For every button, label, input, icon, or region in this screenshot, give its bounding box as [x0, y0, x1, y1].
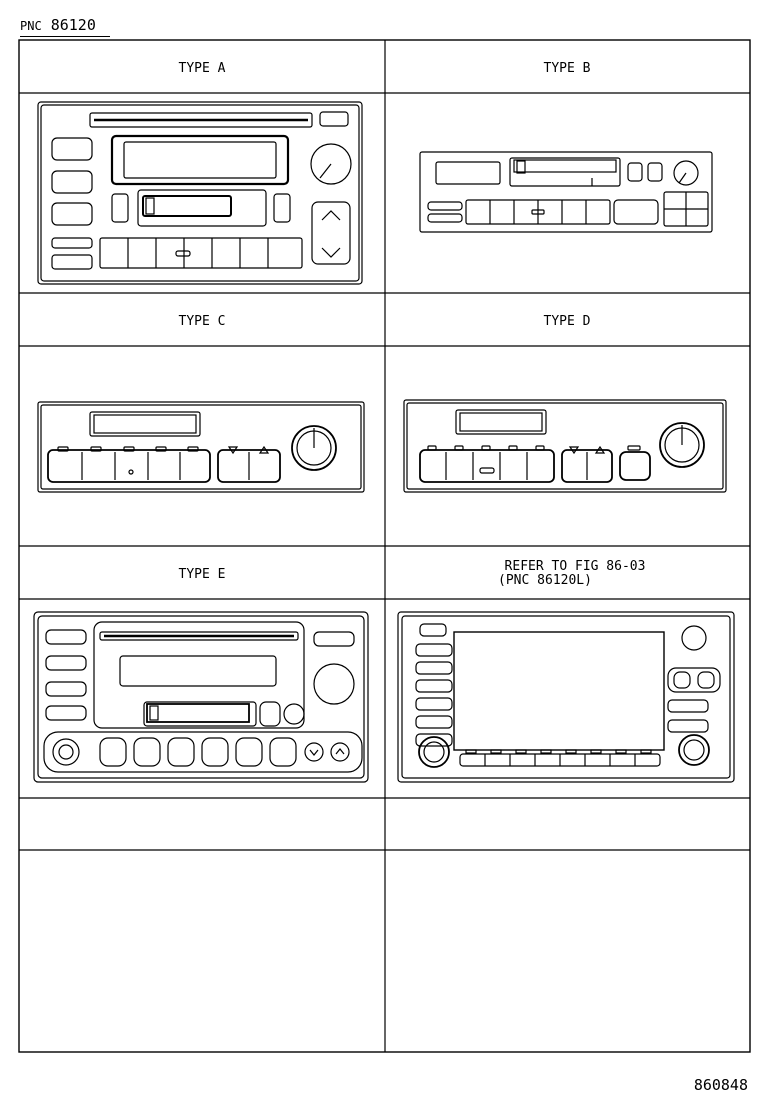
label-type-a: TYPE A: [179, 61, 226, 76]
label-refer-line1: REFER TO FIG 86-03: [505, 559, 646, 574]
figure-reference-code: 860848: [693, 1076, 748, 1094]
label-refer-line2: (PNC 86120L): [498, 573, 592, 588]
radio-type-c: [37, 401, 365, 493]
pnc-label: PNC 86120: [20, 16, 96, 35]
label-type-c: TYPE C: [179, 314, 226, 329]
label-type-d: TYPE D: [544, 314, 591, 329]
radio-type-b: [419, 151, 713, 233]
radio-type-nav: [397, 611, 735, 783]
pnc-underline: [20, 36, 110, 37]
pnc-prefix: PNC: [20, 19, 42, 33]
label-type-b: TYPE B: [544, 61, 591, 76]
radio-type-a: [37, 101, 363, 285]
grid-frame: [18, 39, 751, 1053]
pnc-number: 86120: [50, 16, 96, 34]
label-type-e: TYPE E: [179, 567, 226, 582]
radio-type-e: [33, 611, 369, 783]
radio-type-d: [403, 399, 727, 493]
